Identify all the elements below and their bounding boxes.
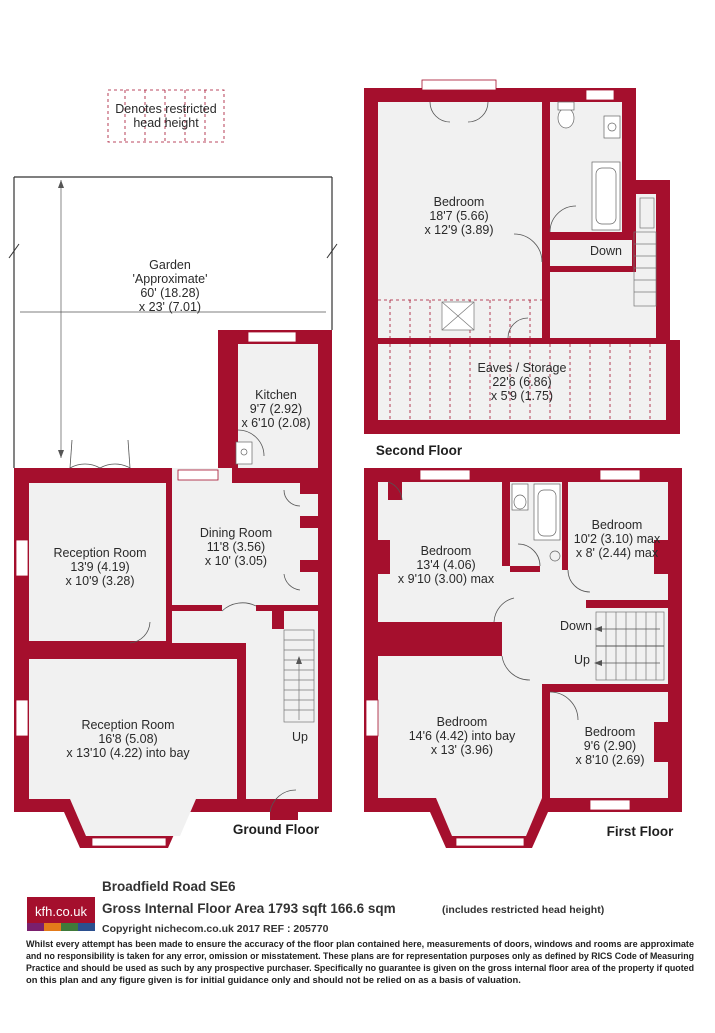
- garden-area: [8, 176, 338, 468]
- first-bedroom-small-dim-2: x 8'10 (2.69): [575, 753, 644, 767]
- second-bedroom-dim-2: x 12'9 (3.89): [424, 223, 493, 237]
- first-bedroom-left-name: Bedroom: [421, 544, 472, 558]
- eaves-name: Eaves / Storage: [478, 361, 567, 375]
- garden-dim-1: 60' (18.28): [140, 286, 199, 300]
- first-bedroom-small-dim-1: 9'6 (2.90): [584, 739, 636, 753]
- kitchen-name: Kitchen: [255, 388, 297, 402]
- eaves-restricted-hatching: [378, 299, 651, 420]
- reception-room-2-area: [29, 659, 237, 799]
- first-bedroom-right-dim-1: 10'2 (3.10) max: [574, 532, 661, 546]
- kfh-logo: kfh.co.uk: [27, 897, 95, 931]
- eaves-dim-2: x 5'9 (1.75): [491, 389, 553, 403]
- reception-room-1-area: [29, 483, 166, 641]
- restricted-height-legend: Denotes restricted head height: [107, 89, 225, 143]
- reception-room-2-dim-2: x 13'10 (4.22) into bay: [66, 746, 190, 760]
- ground-floor-label: Ground Floor: [233, 822, 320, 837]
- legend-line-1: Denotes restricted: [115, 102, 216, 116]
- dining-room-dim-1: 11'8 (3.56): [207, 540, 265, 554]
- first-bedroom-left-dim-1: 13'4 (4.06): [416, 558, 475, 572]
- ground-floor-plan: Garden 'Approximate' 60' (18.28) x 23' (…: [8, 176, 338, 848]
- first-bedroom-front-dim-2: x 13' (3.96): [431, 743, 493, 757]
- dining-room-dim-2: x 10' (3.05): [205, 554, 267, 568]
- disclaimer-line-1: Whilst every attempt has been made to en…: [26, 938, 694, 949]
- garden-qualifier: 'Approximate': [133, 272, 208, 286]
- legend-line-2: head height: [133, 116, 199, 130]
- first-stairs-up-label: Up: [574, 653, 590, 667]
- floor-area-note: (includes restricted head height): [442, 904, 604, 916]
- first-floor-stairs: [594, 611, 665, 681]
- dining-room-name: Dining Room: [200, 526, 272, 540]
- second-bedroom-dim-1: 18'7 (5.66): [429, 209, 488, 223]
- second-bedroom-name: Bedroom: [434, 195, 485, 209]
- first-bedroom-front-area: [378, 656, 542, 798]
- first-bedroom-right-name: Bedroom: [592, 518, 643, 532]
- ground-stairs-up-label: Up: [292, 730, 308, 744]
- first-bedroom-small-name: Bedroom: [585, 725, 636, 739]
- second-floor-label: Second Floor: [376, 443, 463, 458]
- first-floor-plan: Bedroom 13'4 (4.06) x 9'10 (3.00) max Be…: [364, 468, 682, 848]
- first-floor-label: First Floor: [607, 824, 674, 839]
- footer: kfh.co.uk Broadfield Road SE6 Gross Inte…: [26, 879, 694, 985]
- ground-stairs: [283, 629, 315, 723]
- garden-dim-2: x 23' (7.01): [139, 300, 201, 314]
- kitchen-dim-2: x 6'10 (2.08): [241, 416, 310, 430]
- second-floor-plan: Bedroom 18'7 (5.66) x 12'9 (3.89) Eaves …: [364, 79, 680, 458]
- first-bedroom-front-dim-1: 14'6 (4.42) into bay: [409, 729, 516, 743]
- property-address: Broadfield Road SE6: [102, 879, 236, 894]
- first-bedroom-small-area: [550, 692, 668, 798]
- logo-text: kfh.co.uk: [35, 904, 88, 919]
- disclaimer-line-4: on this plan and any figure given is for…: [26, 974, 521, 985]
- copyright-text: Copyright nichecom.co.uk 2017 REF : 2057…: [102, 923, 329, 935]
- kitchen-dim-1: 9'7 (2.92): [250, 402, 302, 416]
- disclaimer-line-2: and no responsibility is taken for any e…: [26, 950, 694, 961]
- first-bedroom-left-area: [378, 482, 502, 622]
- reception-room-2-name: Reception Room: [81, 718, 174, 732]
- second-stairs-down-label: Down: [590, 244, 622, 258]
- garden-name: Garden: [149, 258, 191, 272]
- eaves-dim-1: 22'6 (6.86): [492, 375, 551, 389]
- reception-room-1-name: Reception Room: [53, 546, 146, 560]
- disclaimer-line-3: Practice and should be used as such by a…: [26, 962, 694, 973]
- eaves-storage-area: [378, 344, 666, 420]
- first-bedroom-right-dim-2: x 8' (2.44) max: [576, 546, 659, 560]
- second-floor-stairs: [633, 231, 657, 307]
- floor-area-main: Gross Internal Floor Area 1793 sqft 166.…: [102, 901, 396, 916]
- reception-room-1-dim-1: 13'9 (4.19): [70, 560, 129, 574]
- first-bedroom-left-dim-2: x 9'10 (3.00) max: [398, 572, 495, 586]
- reception-room-1-dim-2: x 10'9 (3.28): [65, 574, 134, 588]
- first-stairs-down-label: Down: [560, 619, 592, 633]
- first-bedroom-front-name: Bedroom: [437, 715, 488, 729]
- reception-room-2-dim-1: 16'8 (5.08): [98, 732, 157, 746]
- second-bedroom-area: [378, 102, 542, 338]
